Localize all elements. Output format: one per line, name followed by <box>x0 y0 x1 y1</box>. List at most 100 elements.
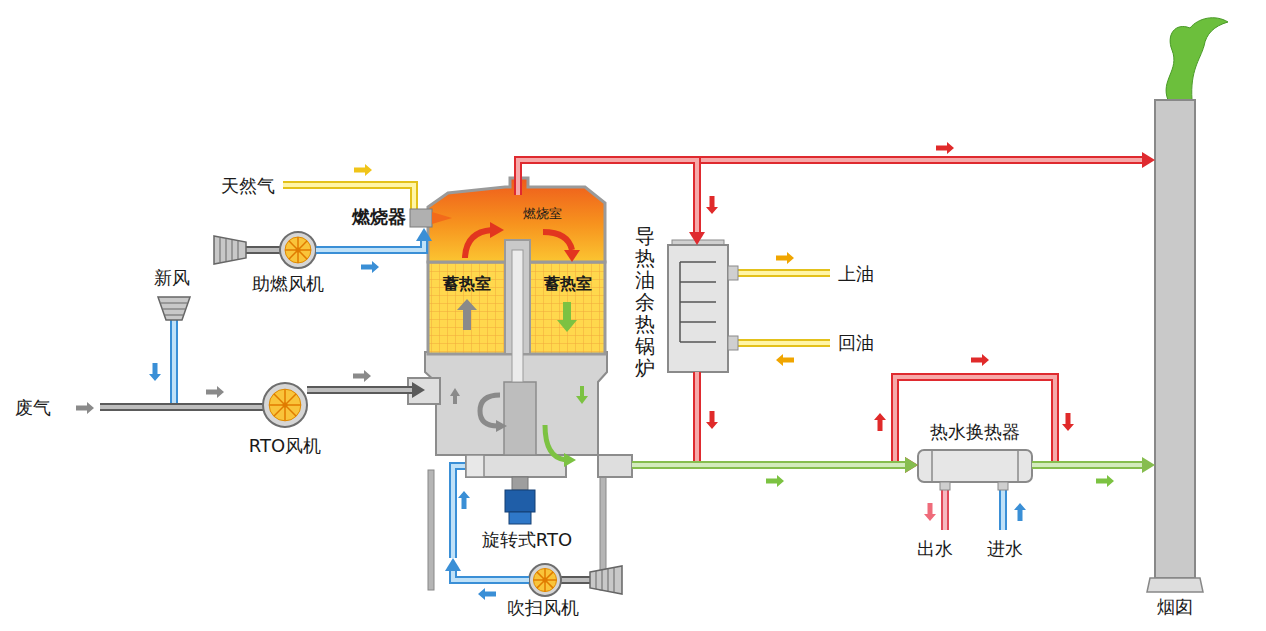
fan-symbol <box>285 237 311 263</box>
pipe-segment <box>453 466 466 558</box>
fan: RTO风机 <box>263 383 307 427</box>
fan: 吹扫风机 <box>529 564 561 596</box>
burner-symbol <box>410 209 452 227</box>
burner: 燃烧器 <box>410 207 440 228</box>
rto-housing <box>466 455 484 477</box>
rto-housing <box>509 512 531 524</box>
boiler-symbol <box>668 240 738 372</box>
fan-symbol <box>263 383 307 427</box>
pipe-connector <box>518 160 697 238</box>
flow-arrow <box>776 354 794 366</box>
pipe-segment <box>738 343 830 344</box>
text-holder: 助燃风机 <box>252 272 324 296</box>
pipe-connector <box>1032 461 1148 469</box>
pipe-segment <box>561 580 590 581</box>
rto-housing <box>465 230 492 258</box>
text-holder: 燃烧室 <box>523 203 562 223</box>
pipe-connector <box>316 235 424 250</box>
text-holder: 燃烧器 <box>352 205 406 229</box>
node-label: 导热油余热锅炉 <box>635 225 655 379</box>
pipe-connector <box>453 565 529 580</box>
text-holder: 天然气 <box>221 174 275 198</box>
text-holder: RTO风机 <box>249 434 321 458</box>
burner-symbol <box>432 212 452 224</box>
fan-symbol <box>529 564 561 596</box>
heat-exchanger: 热水换热器 <box>918 450 1032 482</box>
boiler-symbol <box>679 262 681 342</box>
regenerator: 蓄热室 <box>530 262 605 354</box>
pipe-connector <box>697 372 911 465</box>
pipe-segment <box>738 271 830 275</box>
flow-arrow <box>766 475 784 487</box>
fan-symbol <box>529 564 561 596</box>
rto-housing <box>504 382 536 455</box>
node-label: 蓄热室 <box>544 274 592 295</box>
pipe-segment <box>283 185 414 209</box>
node-label: RTO风机 <box>249 434 321 458</box>
flow-arrow <box>936 142 954 154</box>
rto-housing <box>512 477 528 490</box>
node-label: 烟囱 <box>1157 595 1193 619</box>
pipe-connector <box>307 386 418 394</box>
text-holder: 新风 <box>154 266 190 290</box>
text-holder: 出水 <box>917 537 953 561</box>
pipe-label: 出水 <box>917 537 953 561</box>
boiler-symbol <box>680 262 716 342</box>
boiler-symbol <box>728 336 738 350</box>
pipe-connector <box>632 457 918 473</box>
rto-housing <box>490 222 504 238</box>
chimney: 烟囱 <box>1155 100 1195 578</box>
flow-arrow <box>924 503 936 521</box>
pipe-segment <box>453 466 466 558</box>
silencer-grille <box>158 236 622 594</box>
heat-exchanger-symbol <box>998 482 1008 490</box>
silencer-grille <box>214 236 246 264</box>
rto-housing <box>408 378 440 404</box>
rto-housing <box>543 232 572 250</box>
chimney-symbol <box>1166 18 1228 100</box>
pipe-segment <box>172 320 176 407</box>
text-holder: 上油 <box>838 262 874 286</box>
rto-housing <box>545 425 566 460</box>
fan-symbol <box>280 232 316 268</box>
pipe-connector <box>1032 457 1155 473</box>
text-holder: 废气 <box>15 396 51 420</box>
pipe-connector <box>412 382 425 398</box>
pipe-segment <box>738 341 830 345</box>
node-label: 燃烧室 <box>523 205 562 223</box>
rto-housing <box>466 455 566 477</box>
flow-arrow <box>1062 413 1074 431</box>
pipe-segment <box>100 403 263 411</box>
flow-arrow <box>1096 475 1114 487</box>
pipe-connector <box>697 372 918 473</box>
flow-arrow <box>776 252 794 264</box>
flow-arrow <box>478 588 496 600</box>
pipe-connector <box>445 558 529 580</box>
pipe-segment <box>738 339 830 347</box>
node-label: 吹扫风机 <box>507 596 579 620</box>
pipe-segment <box>453 466 466 558</box>
flow-arrow <box>458 491 470 509</box>
pipe-connector <box>689 232 705 245</box>
node-label: 旋转式RTO <box>482 528 572 552</box>
flow-arrow <box>706 411 718 429</box>
flow-arrow <box>874 413 886 431</box>
pipe-segment <box>941 482 949 530</box>
fan-symbol <box>280 232 316 268</box>
pipe-connector <box>416 228 432 241</box>
pipe-segment <box>283 185 414 209</box>
pipe-connector <box>518 160 1148 195</box>
pipe-segment <box>738 273 830 274</box>
flow-arrow <box>971 354 989 366</box>
rto-housing <box>496 420 507 432</box>
text-holder: 蓄热室 <box>544 274 592 295</box>
rto-housing <box>564 250 580 262</box>
pipe-label: 回油 <box>838 331 874 355</box>
silencer-grille <box>158 297 190 320</box>
chimney-symbol <box>1147 18 1228 592</box>
pipe-connector <box>518 160 1148 195</box>
chimney-symbol <box>1155 100 1195 578</box>
